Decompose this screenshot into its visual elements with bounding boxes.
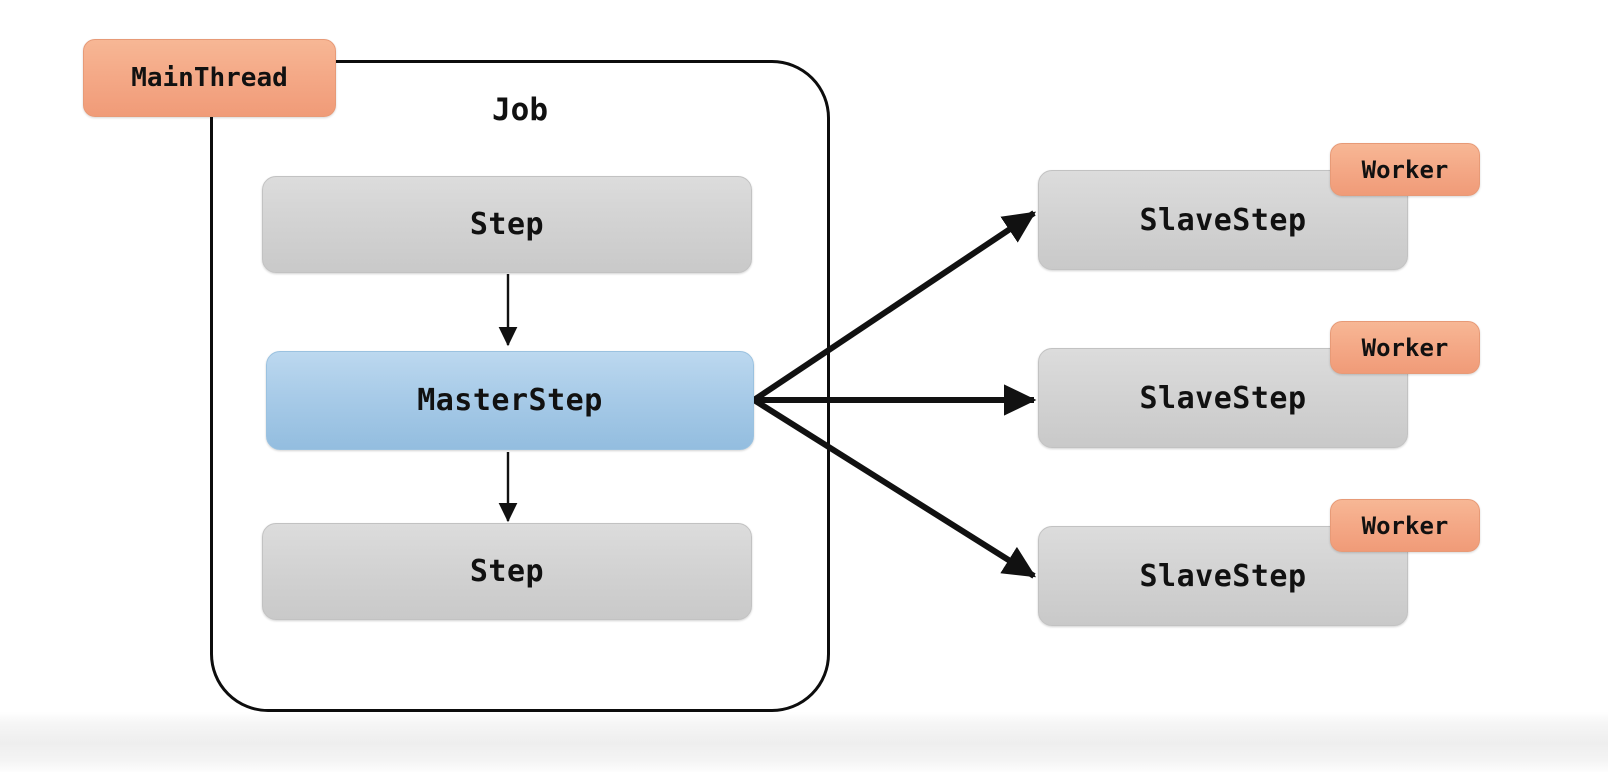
main-thread-tag: MainThread (83, 39, 336, 117)
step-box-bottom[interactable]: Step (262, 523, 752, 620)
worker-tag-2: Worker (1330, 321, 1480, 374)
worker-tag-1: Worker (1330, 143, 1480, 196)
step-box-top[interactable]: Step (262, 176, 752, 273)
bottom-bar (0, 712, 1608, 772)
job-title-label: Job (492, 92, 548, 128)
worker-tag-3: Worker (1330, 499, 1480, 552)
master-step-box[interactable]: MasterStep (266, 351, 754, 450)
